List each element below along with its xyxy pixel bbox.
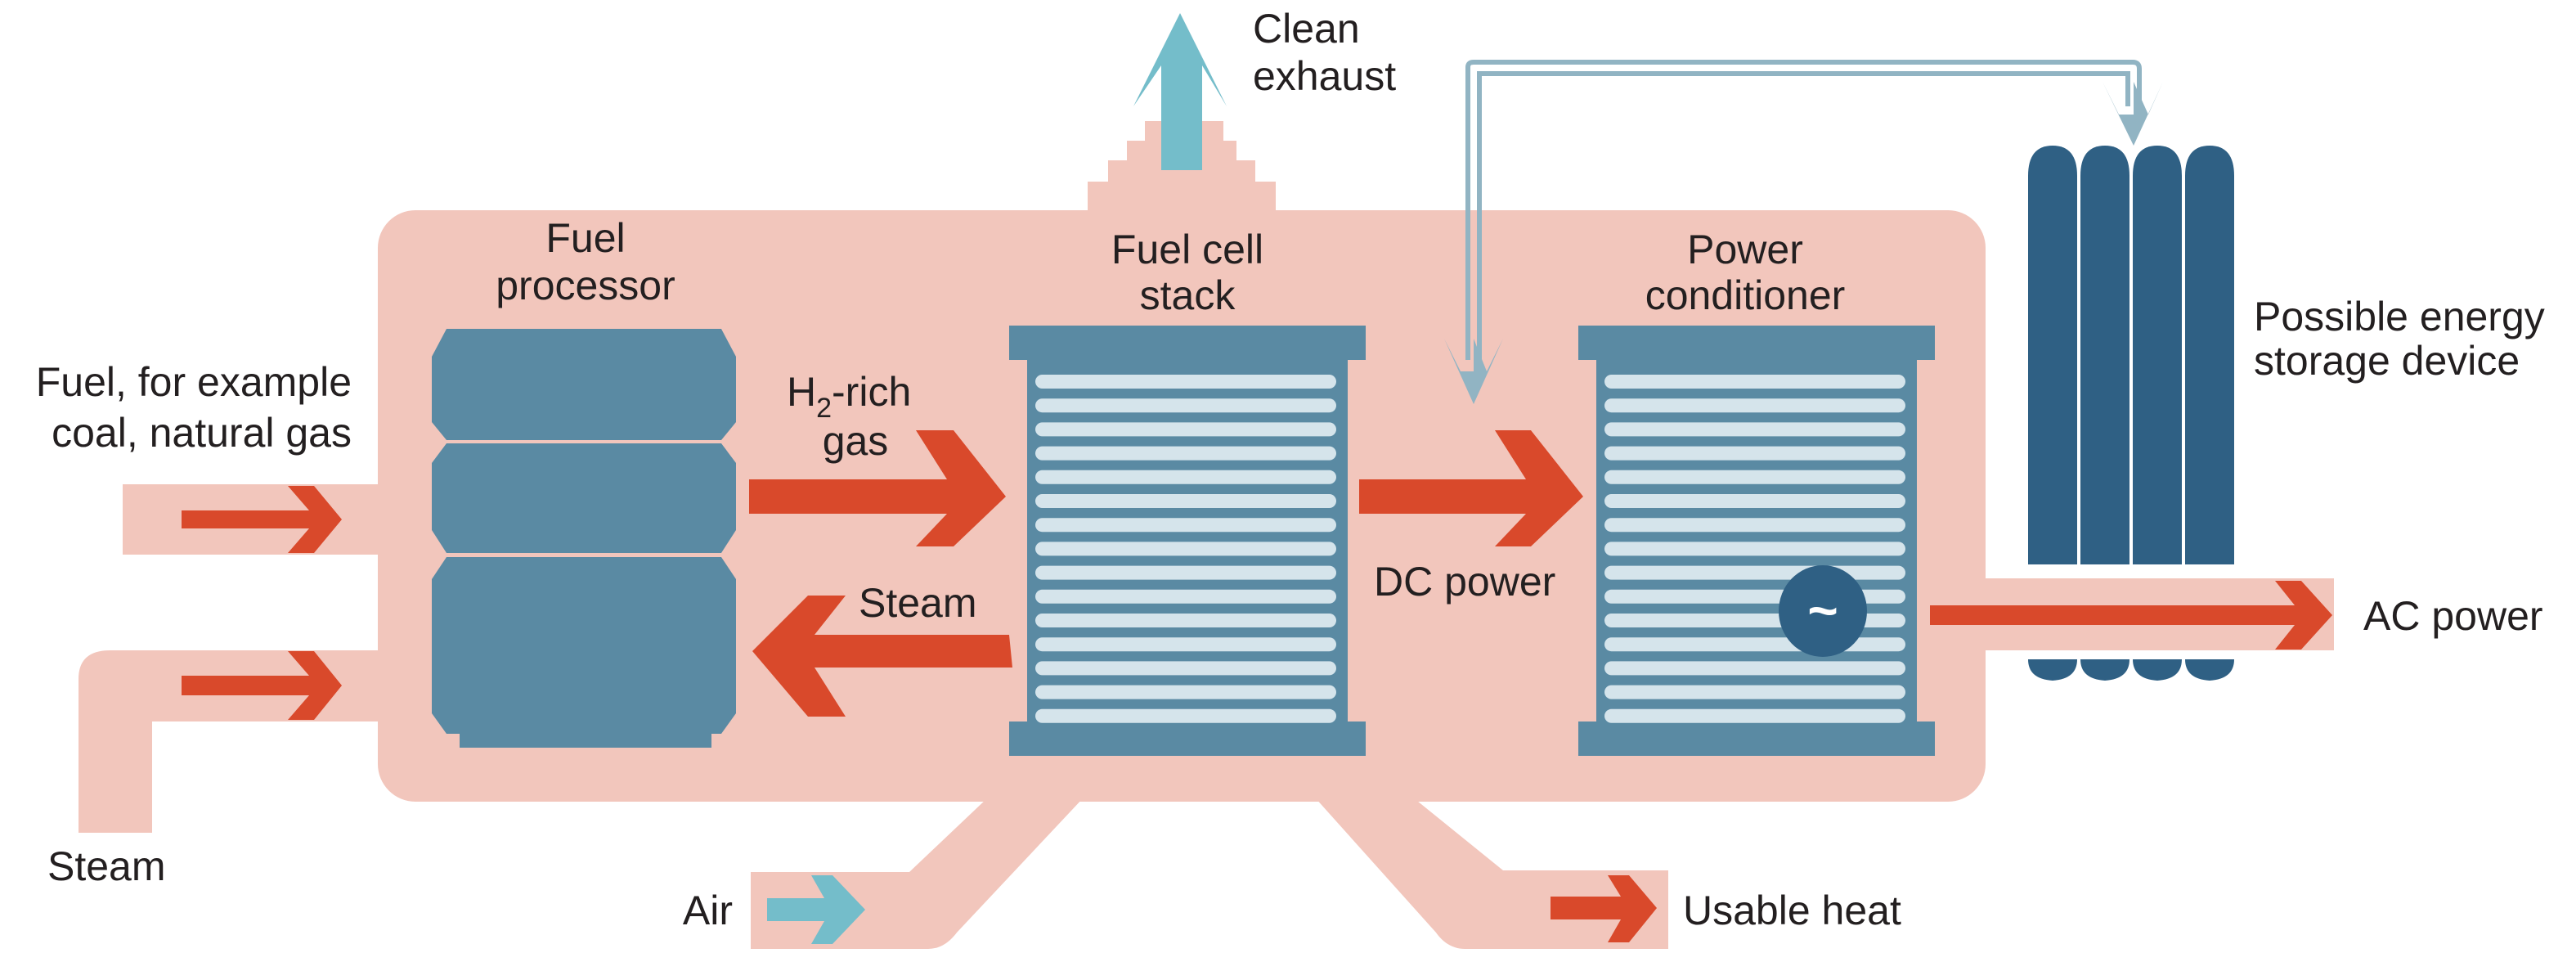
conditioner-plate (1604, 375, 1905, 389)
ac-sine-icon: ~ (1807, 581, 1838, 640)
stack-bottom-plate (1009, 722, 1366, 756)
h2-gas-label-line2: gas (823, 418, 889, 464)
conditioner-plate (1604, 422, 1905, 437)
dc-branch-arrowhead-icon (1444, 339, 1503, 404)
h2-symbol: H (787, 369, 816, 415)
stack-cell-plate (1035, 685, 1336, 699)
stack-top-plate (1009, 326, 1366, 360)
storage-cell-4 (2185, 146, 2234, 564)
energy-storage-device (2028, 146, 2234, 681)
steam-inlet-pipe (79, 650, 384, 833)
clean-exhaust-label-line1: Clean (1253, 6, 1360, 52)
fuel-inflow-arrow-icon (182, 486, 342, 553)
stack-cell-plate (1035, 375, 1336, 389)
stack-cell-plate (1035, 637, 1336, 652)
storage-arrowhead-icon (2103, 82, 2163, 146)
fuel-cell-stack-label-line1: Fuel cell (1111, 227, 1263, 272)
conditioner-plate (1604, 446, 1905, 461)
storage-cell-2-base (2080, 659, 2129, 681)
power-conditioner-label-line1: Power (1687, 227, 1803, 272)
stack-cell-plate (1035, 542, 1336, 556)
stack-cell-plate (1035, 708, 1336, 723)
dc-power-arrow-icon (1359, 430, 1583, 546)
dc-power-label: DC power (1374, 559, 1555, 605)
clean-exhaust-label-line2: exhaust (1253, 53, 1396, 99)
ac-power-label: AC power (2363, 593, 2543, 639)
air-input-label: Air (683, 888, 733, 933)
storage-label-line2: storage device (2254, 338, 2520, 384)
h2-gas-arrow-icon (749, 430, 1006, 546)
stack-cell-plate (1035, 661, 1336, 676)
conditioner-plate (1604, 470, 1905, 484)
stack-cell-plate (1035, 494, 1336, 508)
fuel-processor-module-top (432, 329, 736, 440)
conditioner-bottom-plate (1578, 722, 1935, 756)
storage-connection-line (1465, 60, 2142, 360)
h2-subscript: 2 (816, 393, 832, 424)
heat-outlet-pipe (1315, 798, 1668, 949)
steam-input-label: Steam (47, 843, 166, 889)
fuel-input-label-line2: coal, natural gas (52, 410, 352, 456)
h2-gas-label-line1: H2-rich (787, 369, 911, 424)
conditioner-plate (1604, 398, 1905, 413)
storage-label-line1: Possible energy (2254, 294, 2545, 339)
exhaust-chimney-base (1088, 182, 1276, 214)
storage-cell-1 (2028, 146, 2077, 564)
stack-cell-plate (1035, 614, 1336, 627)
fuel-cell-stack-label-line2: stack (1140, 272, 1236, 318)
steam-inflow-arrow-icon (182, 651, 342, 720)
storage-cell-3-base (2133, 659, 2182, 681)
stack-cell-plate (1035, 565, 1336, 580)
ac-symbol-badge (1779, 565, 1867, 657)
signal-line-inner (1477, 71, 2130, 360)
stack-cell-plate (1035, 398, 1336, 413)
fuel-cell-stack (1009, 326, 1366, 756)
power-conditioner-label-line2: conditioner (1645, 272, 1846, 318)
fuel-processor-module-mid (432, 443, 736, 553)
conditioner-plate (1604, 518, 1905, 533)
storage-cell-2 (2080, 146, 2129, 564)
stack-cell-plate (1035, 518, 1336, 533)
usable-heat-label: Usable heat (1683, 888, 1901, 933)
stack-cell-plate (1035, 446, 1336, 461)
h2-suffix: -rich (832, 369, 911, 415)
fuel-processor-label-line1: Fuel (545, 215, 625, 261)
storage-cell-3 (2133, 146, 2182, 564)
conditioner-plates (1604, 375, 1905, 723)
conditioner-top-plate (1578, 326, 1935, 360)
stack-cell-plates (1035, 375, 1336, 723)
fuel-processor (432, 329, 736, 748)
steam-return-arrow-icon (752, 596, 1012, 717)
conditioner-plate (1604, 565, 1905, 580)
conditioner-plate (1604, 542, 1905, 556)
storage-cell-1-base (2028, 659, 2077, 681)
power-conditioner: ~ (1578, 326, 1935, 756)
signal-line-outer (1465, 60, 2142, 360)
usable-heat-arrow-icon (1551, 875, 1657, 942)
storage-cell-4-base (2185, 659, 2234, 681)
fuel-processor-module-bottom (432, 557, 736, 748)
conditioner-plate (1604, 661, 1905, 676)
conditioner-plate (1604, 708, 1905, 723)
conditioner-plate (1604, 494, 1905, 508)
stack-cell-plate (1035, 589, 1336, 604)
stack-cell-plate (1035, 422, 1336, 437)
clean-exhaust-arrow-icon (1133, 13, 1227, 170)
air-inlet-pipe (751, 798, 1084, 949)
fuel-processor-label-line2: processor (496, 263, 675, 308)
conditioner-plate (1604, 637, 1905, 652)
ac-power-arrow-icon (1930, 581, 2332, 650)
conditioner-plate (1604, 685, 1905, 699)
fuel-input-label-line1: Fuel, for example (36, 359, 352, 405)
air-inflow-arrow-icon (767, 875, 865, 944)
steam-return-label: Steam (859, 580, 977, 626)
stack-cell-plate (1035, 470, 1336, 484)
